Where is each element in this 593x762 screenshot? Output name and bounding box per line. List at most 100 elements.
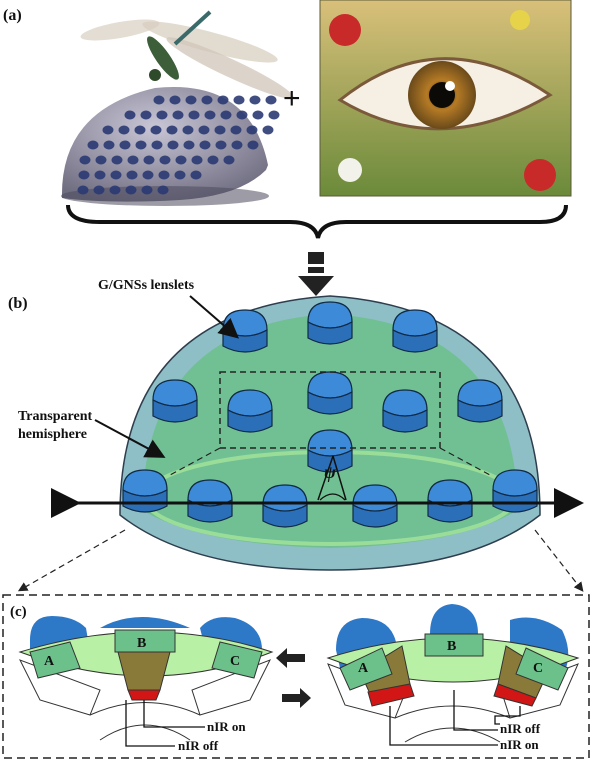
dome-dot [109, 185, 121, 195]
dome-dot [127, 155, 139, 165]
compound-eye-dome-image [61, 86, 280, 206]
dome-dot [249, 95, 261, 105]
panel-label-a: (a) [3, 7, 22, 24]
dome-dot [207, 155, 219, 165]
left-lens-c: C [230, 654, 240, 669]
panel-c-frame [2, 594, 590, 759]
dome-dot [158, 170, 170, 180]
dome-dot [182, 125, 194, 135]
lenslet [307, 429, 353, 473]
dome-dot [174, 170, 186, 180]
down-arrow [298, 252, 334, 296]
dome-dot [214, 125, 226, 135]
dome-dot [111, 155, 123, 165]
dome-dot [156, 110, 168, 120]
hemisphere-label-line2: hemisphere [18, 427, 87, 442]
lenslet [307, 371, 353, 415]
right-lens-a: A [358, 661, 369, 676]
dome-dot [220, 110, 232, 120]
dome-dot [79, 155, 91, 165]
dome-dot [102, 125, 114, 135]
dome-dot [198, 125, 210, 135]
dome-dot [217, 95, 229, 105]
dome-dot [223, 155, 235, 165]
dome-dot [169, 95, 181, 105]
dome-dot [103, 140, 115, 150]
angle-symbol: ψ [324, 462, 337, 482]
dome-dot [236, 110, 248, 120]
plus-sign: + [283, 82, 301, 115]
dome-dot [110, 170, 122, 180]
dome-dot [153, 95, 165, 105]
dome-dot [134, 125, 146, 135]
dome-dot [262, 125, 274, 135]
lenslet [262, 484, 308, 528]
dome-dot [188, 110, 200, 120]
dome-dot [190, 170, 202, 180]
dome-dot [252, 110, 264, 120]
left-configuration: A B C nIR on nIR off [18, 616, 274, 753]
dome-dot [77, 185, 89, 195]
dome-dot [215, 140, 227, 150]
right-lens-c: C [533, 661, 543, 676]
human-eye-image [319, 0, 572, 197]
dome-dot [201, 95, 213, 105]
dome-dot [247, 140, 259, 150]
right-lens-b: B [447, 639, 456, 654]
dome-dot [141, 185, 153, 195]
dome-dot [166, 125, 178, 135]
left-lens-b: B [137, 636, 146, 651]
dome-dot [135, 140, 147, 150]
dome-dot [118, 125, 130, 135]
dome-dot [93, 185, 105, 195]
dome-dot [119, 140, 131, 150]
dome-dot [140, 110, 152, 120]
hemisphere-label-line1: Transparent [18, 409, 92, 424]
dome-dot [159, 155, 171, 165]
lenslet [392, 309, 438, 353]
right-nir-off-label: nIR off [500, 721, 541, 736]
lenslet [427, 479, 473, 523]
dome-dot [157, 185, 169, 195]
left-nir-on-label: nIR on [207, 719, 246, 734]
dome-dot [191, 155, 203, 165]
lenslet [187, 479, 233, 523]
left-lens-a: A [44, 654, 55, 669]
angle-indicator: ψ [317, 455, 347, 501]
lenslet [152, 379, 198, 423]
dome-dot [183, 140, 195, 150]
dome-dot [246, 125, 258, 135]
dome-dot [185, 95, 197, 105]
dome-dot [142, 170, 154, 180]
lenslet [352, 484, 398, 528]
switch-arrows [276, 648, 311, 708]
right-nir-on-label: nIR on [500, 737, 539, 752]
curly-brace [66, 204, 568, 239]
lenslet [457, 379, 503, 423]
dome-dot [87, 140, 99, 150]
panel-label-c: (c) [10, 604, 27, 620]
right-configuration: A B C nIR off nIR on [326, 604, 580, 752]
dome-dot [124, 110, 136, 120]
dome-dot [78, 170, 90, 180]
dome-dot [172, 110, 184, 120]
dome-dot [95, 155, 107, 165]
dome-dot [126, 170, 138, 180]
lenslets-label: G/GNSs lenslets [98, 278, 195, 293]
dome-dot [231, 140, 243, 150]
dome-dot [94, 170, 106, 180]
lenslet [382, 389, 428, 433]
dome-dot [199, 140, 211, 150]
dome-dot [268, 110, 280, 120]
left-nir-off-label: nIR off [178, 738, 219, 753]
dome-dot [233, 95, 245, 105]
panel-label-b: (b) [8, 295, 28, 312]
dragonfly-image [80, 10, 294, 99]
lenslet [307, 301, 353, 345]
lenslet [227, 389, 273, 433]
dome-dot [175, 155, 187, 165]
dome-dot [204, 110, 216, 120]
selection-box [219, 371, 441, 449]
dome-dot [230, 125, 242, 135]
